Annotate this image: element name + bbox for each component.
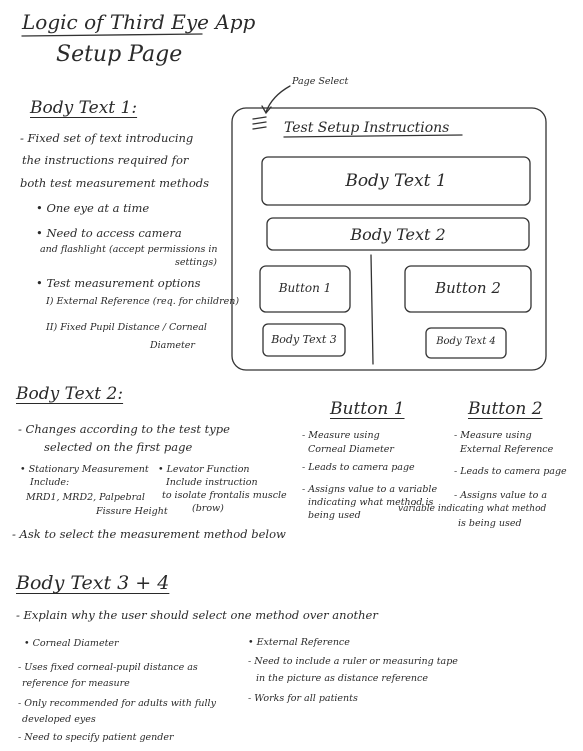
b2-line: - Assigns value to a <box>454 490 548 501</box>
bt1-line: Diameter <box>150 340 195 351</box>
bt2-line: - Ask to select the measurement method b… <box>12 527 286 541</box>
bt34-left-line: - Need to specify patient gender <box>18 732 174 743</box>
b2-line: variable indicating what method <box>398 504 547 514</box>
bt34-right-line: - Need to include a ruler or measuring t… <box>248 656 458 667</box>
bt34-left-line: • Corneal Diameter <box>24 638 119 649</box>
body-text-1-heading: Body Text 1: <box>30 98 138 118</box>
bt34-right-line: - Works for all patients <box>248 693 358 704</box>
b1-line: - Measure using <box>302 430 380 441</box>
b1-line: - Assigns value to a variable <box>302 484 438 495</box>
bt2-line: MRD1, MRD2, Palpebral <box>26 492 145 503</box>
b2-line: External Reference <box>460 444 554 455</box>
diagram-subtitle: Setup Page <box>56 42 183 67</box>
bt34-left-line: reference for measure <box>22 678 130 689</box>
bt2-line: to isolate frontalis muscle <box>162 490 287 501</box>
bt34-intro: - Explain why the user should select one… <box>16 608 378 622</box>
mockup-header: Test Setup Instructions <box>284 120 450 136</box>
body-text-4-box <box>425 327 507 359</box>
mockup-body-text-4: Body Text 4 <box>436 336 496 347</box>
body-text-3-box <box>262 323 346 357</box>
bt2-line: Fissure Height <box>96 506 168 517</box>
mockup-body-text-1: Body Text 1 <box>345 171 447 191</box>
mockup-button-1: Button 1 <box>278 281 332 295</box>
bt34-right-line: in the picture as distance reference <box>256 673 428 684</box>
bt1-line: and flashlight (accept permissions in <box>40 244 218 255</box>
mockup-body-text-3: Body Text 3 <box>271 333 337 346</box>
b1-line: being used <box>308 510 361 521</box>
button-1-box <box>259 265 351 313</box>
b1-line: indicating what method is <box>308 497 434 508</box>
mockup-body-text-2: Body Text 2 <box>350 225 446 244</box>
diagram-title: Logic of Third Eye App <box>22 10 256 34</box>
button-2-heading: Button 2 <box>468 399 543 419</box>
bt2-line: selected on the first page <box>44 440 193 454</box>
b2-line: - Leads to camera page <box>454 466 567 477</box>
mockup-button-2: Button 2 <box>435 279 501 297</box>
body-text-34-heading: Body Text 3 + 4 <box>16 572 170 594</box>
bt1-line: the instructions required for <box>22 153 189 167</box>
bt34-right-line: • External Reference <box>248 637 350 648</box>
b1-line: - Leads to camera page <box>302 462 415 473</box>
bt1-line: II) Fixed Pupil Distance / Corneal <box>46 322 207 333</box>
body-text-2-heading: Body Text 2: <box>16 384 124 404</box>
bt2-line: Include instruction <box>166 477 258 488</box>
b2-line: is being used <box>458 518 522 529</box>
bt1-line: • Need to access camera <box>36 226 182 240</box>
body-text-1-box <box>261 156 531 206</box>
phone-frame <box>231 107 547 371</box>
bt2-line: (brow) <box>192 503 224 514</box>
bt2-line: Include: <box>30 477 70 488</box>
b2-line: - Measure using <box>454 430 532 441</box>
body-text-2-box <box>266 217 530 251</box>
b1-line: Corneal Diameter <box>308 444 394 455</box>
bt1-line: I) External Reference (req. for children… <box>46 296 240 307</box>
bt1-line: • One eye at a time <box>36 201 150 215</box>
bt34-left-line: - Only recommended for adults with fully <box>18 698 216 709</box>
page-select-label: Page Select <box>292 76 349 87</box>
button-2-box <box>404 265 532 313</box>
bt34-left-line: developed eyes <box>22 714 96 725</box>
bt1-line: - Fixed set of text introducing <box>20 131 194 145</box>
bt34-left-line: - Uses fixed corneal-pupil distance as <box>18 662 198 673</box>
bt2-line: - Changes according to the test type <box>18 422 230 436</box>
bt1-line: settings) <box>175 257 217 268</box>
bt1-line: both test measurement methods <box>20 176 210 190</box>
button-1-heading: Button 1 <box>330 399 405 419</box>
bt2-line: • Stationary Measurement <box>20 464 149 475</box>
bt1-line: • Test measurement options <box>36 276 201 290</box>
bt2-line: • Levator Function <box>158 464 250 475</box>
